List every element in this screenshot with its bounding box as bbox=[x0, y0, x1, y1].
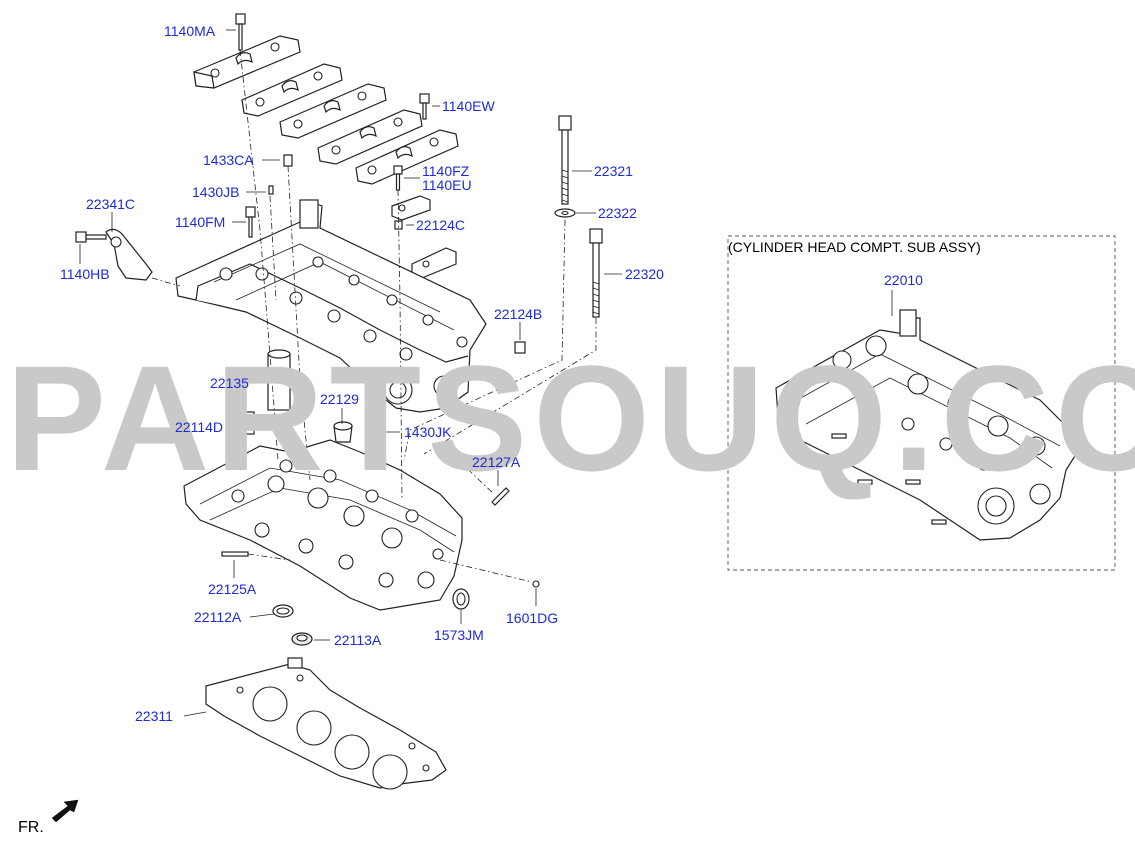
label-22124B[interactable]: 22124B bbox=[494, 306, 542, 322]
label-1140FZ[interactable]: 1140FZ bbox=[422, 163, 470, 179]
label-22341C[interactable]: 22341C bbox=[86, 196, 135, 212]
part-labels: 1140MA 1140EW 1433CA 1140FZ 1140EU 1430J… bbox=[60, 23, 664, 724]
label-22010[interactable]: 22010 bbox=[884, 272, 923, 288]
cylinder-head bbox=[183, 439, 463, 611]
front-label: FR. bbox=[18, 819, 44, 836]
label-22125A[interactable]: 22125A bbox=[208, 581, 257, 597]
front-direction-marker: FR. bbox=[18, 799, 79, 836]
label-22321[interactable]: 22321 bbox=[594, 163, 633, 179]
label-1433CA[interactable]: 1433CA bbox=[203, 152, 254, 168]
fasteners bbox=[75, 13, 603, 646]
label-22124C[interactable]: 22124C bbox=[416, 217, 465, 233]
arrow-icon bbox=[51, 799, 79, 823]
label-22129[interactable]: 22129 bbox=[320, 391, 359, 407]
label-1601DG[interactable]: 1601DG bbox=[506, 610, 558, 626]
leader-lines bbox=[79, 29, 622, 717]
label-22127A[interactable]: 22127A bbox=[472, 454, 521, 470]
label-22114D[interactable]: 22114D bbox=[175, 419, 223, 435]
camshaft-bearing-caps bbox=[193, 35, 459, 279]
label-22135[interactable]: 22135 bbox=[210, 375, 249, 391]
label-22322[interactable]: 22322 bbox=[598, 205, 637, 221]
sub-assembly-illustration bbox=[727, 235, 1116, 571]
sub-assembly-header: (CYLINDER HEAD COMPT. SUB ASSY) bbox=[728, 239, 981, 255]
label-22311[interactable]: 22311 bbox=[135, 708, 173, 724]
label-22320[interactable]: 22320 bbox=[625, 266, 664, 282]
watermark: PARTSOUQ.COM bbox=[6, 334, 1135, 502]
label-1430JB[interactable]: 1430JB bbox=[192, 184, 239, 200]
label-1140FM[interactable]: 1140FM bbox=[175, 214, 225, 230]
label-1140MA[interactable]: 1140MA bbox=[164, 23, 216, 39]
label-1430JK[interactable]: 1430JK bbox=[404, 424, 452, 440]
label-1140EW[interactable]: 1140EW bbox=[442, 98, 495, 114]
label-1573JM[interactable]: 1573JM bbox=[434, 627, 484, 643]
camshaft-carrier bbox=[175, 199, 487, 413]
label-22112A[interactable]: 22112A bbox=[194, 609, 242, 625]
head-gasket bbox=[205, 657, 447, 790]
label-1140EU[interactable]: 1140EU bbox=[422, 177, 472, 193]
label-22113A[interactable]: 22113A bbox=[334, 632, 382, 648]
label-1140HB[interactable]: 1140HB bbox=[60, 266, 110, 282]
